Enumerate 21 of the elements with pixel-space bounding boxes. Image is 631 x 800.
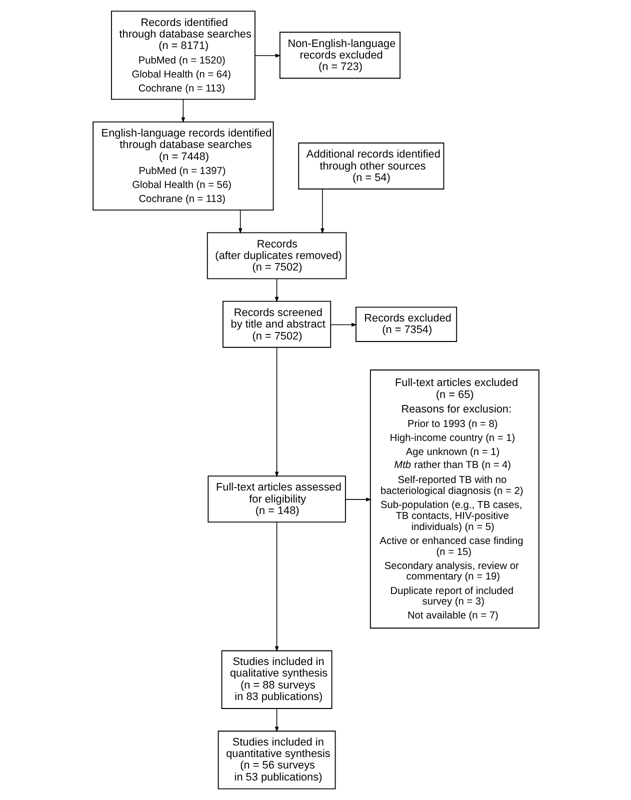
node-box: Additional records identified through other sources (n = 54) xyxy=(298,142,444,190)
arrow xyxy=(274,522,278,652)
node-box: Full-text articles excluded (n = 65) Reasons for exclusion: Prior to 1993 (n = 8) High-income country (n = 1) Age unknown (n = 1) Mtb rather than TB (n = 4) Self-reported TB with no bacteriological diagnosis (n = 2) Sub-population (e.g., TB cases, TB contacts, HIV-positive individuals) (n = 5) Active or enhanced case finding (n = 15) Secondary analysis, review or commentary (n = 19) Duplicate report of included survey (n = 3) Not available (n = 7) xyxy=(369,370,539,629)
arrow xyxy=(274,708,278,732)
node-box: Studies included in quantitative synthesis (n = 56 surveys in 53 publications) xyxy=(217,730,336,790)
node-box: Full-text articles assessed for eligibility (n = 148) xyxy=(207,476,346,523)
arrow xyxy=(344,498,371,502)
arrow xyxy=(238,210,242,234)
node-box: Records excluded (n = 7354) xyxy=(355,306,457,342)
arrow xyxy=(180,98,185,123)
node-box: Non-English-language records excluded (n = 723) xyxy=(278,32,400,79)
arrow xyxy=(320,188,324,234)
arrow xyxy=(274,347,278,478)
arrow xyxy=(254,54,280,58)
node-box: Records (after duplicates removed) (n = 7502) xyxy=(206,232,346,280)
node-box: English-language records identified through database searches (n = 7448) PubMed (n = 1397) Global Health (n = 56) Cochrane (n = 113) xyxy=(92,121,274,211)
node-box: Records screened by title and abstract (n = 7502) xyxy=(222,300,331,348)
arrow xyxy=(274,278,278,302)
arrow xyxy=(330,322,357,327)
node-box: Records identified through database searches (n = 8171) PubMed (n = 1520) Global Health (n = 64) Cochrane (n = 113) xyxy=(110,10,255,100)
node-box: Studies included in qualitative synthesis (n = 88 surveys in 83 publications) xyxy=(220,650,332,709)
